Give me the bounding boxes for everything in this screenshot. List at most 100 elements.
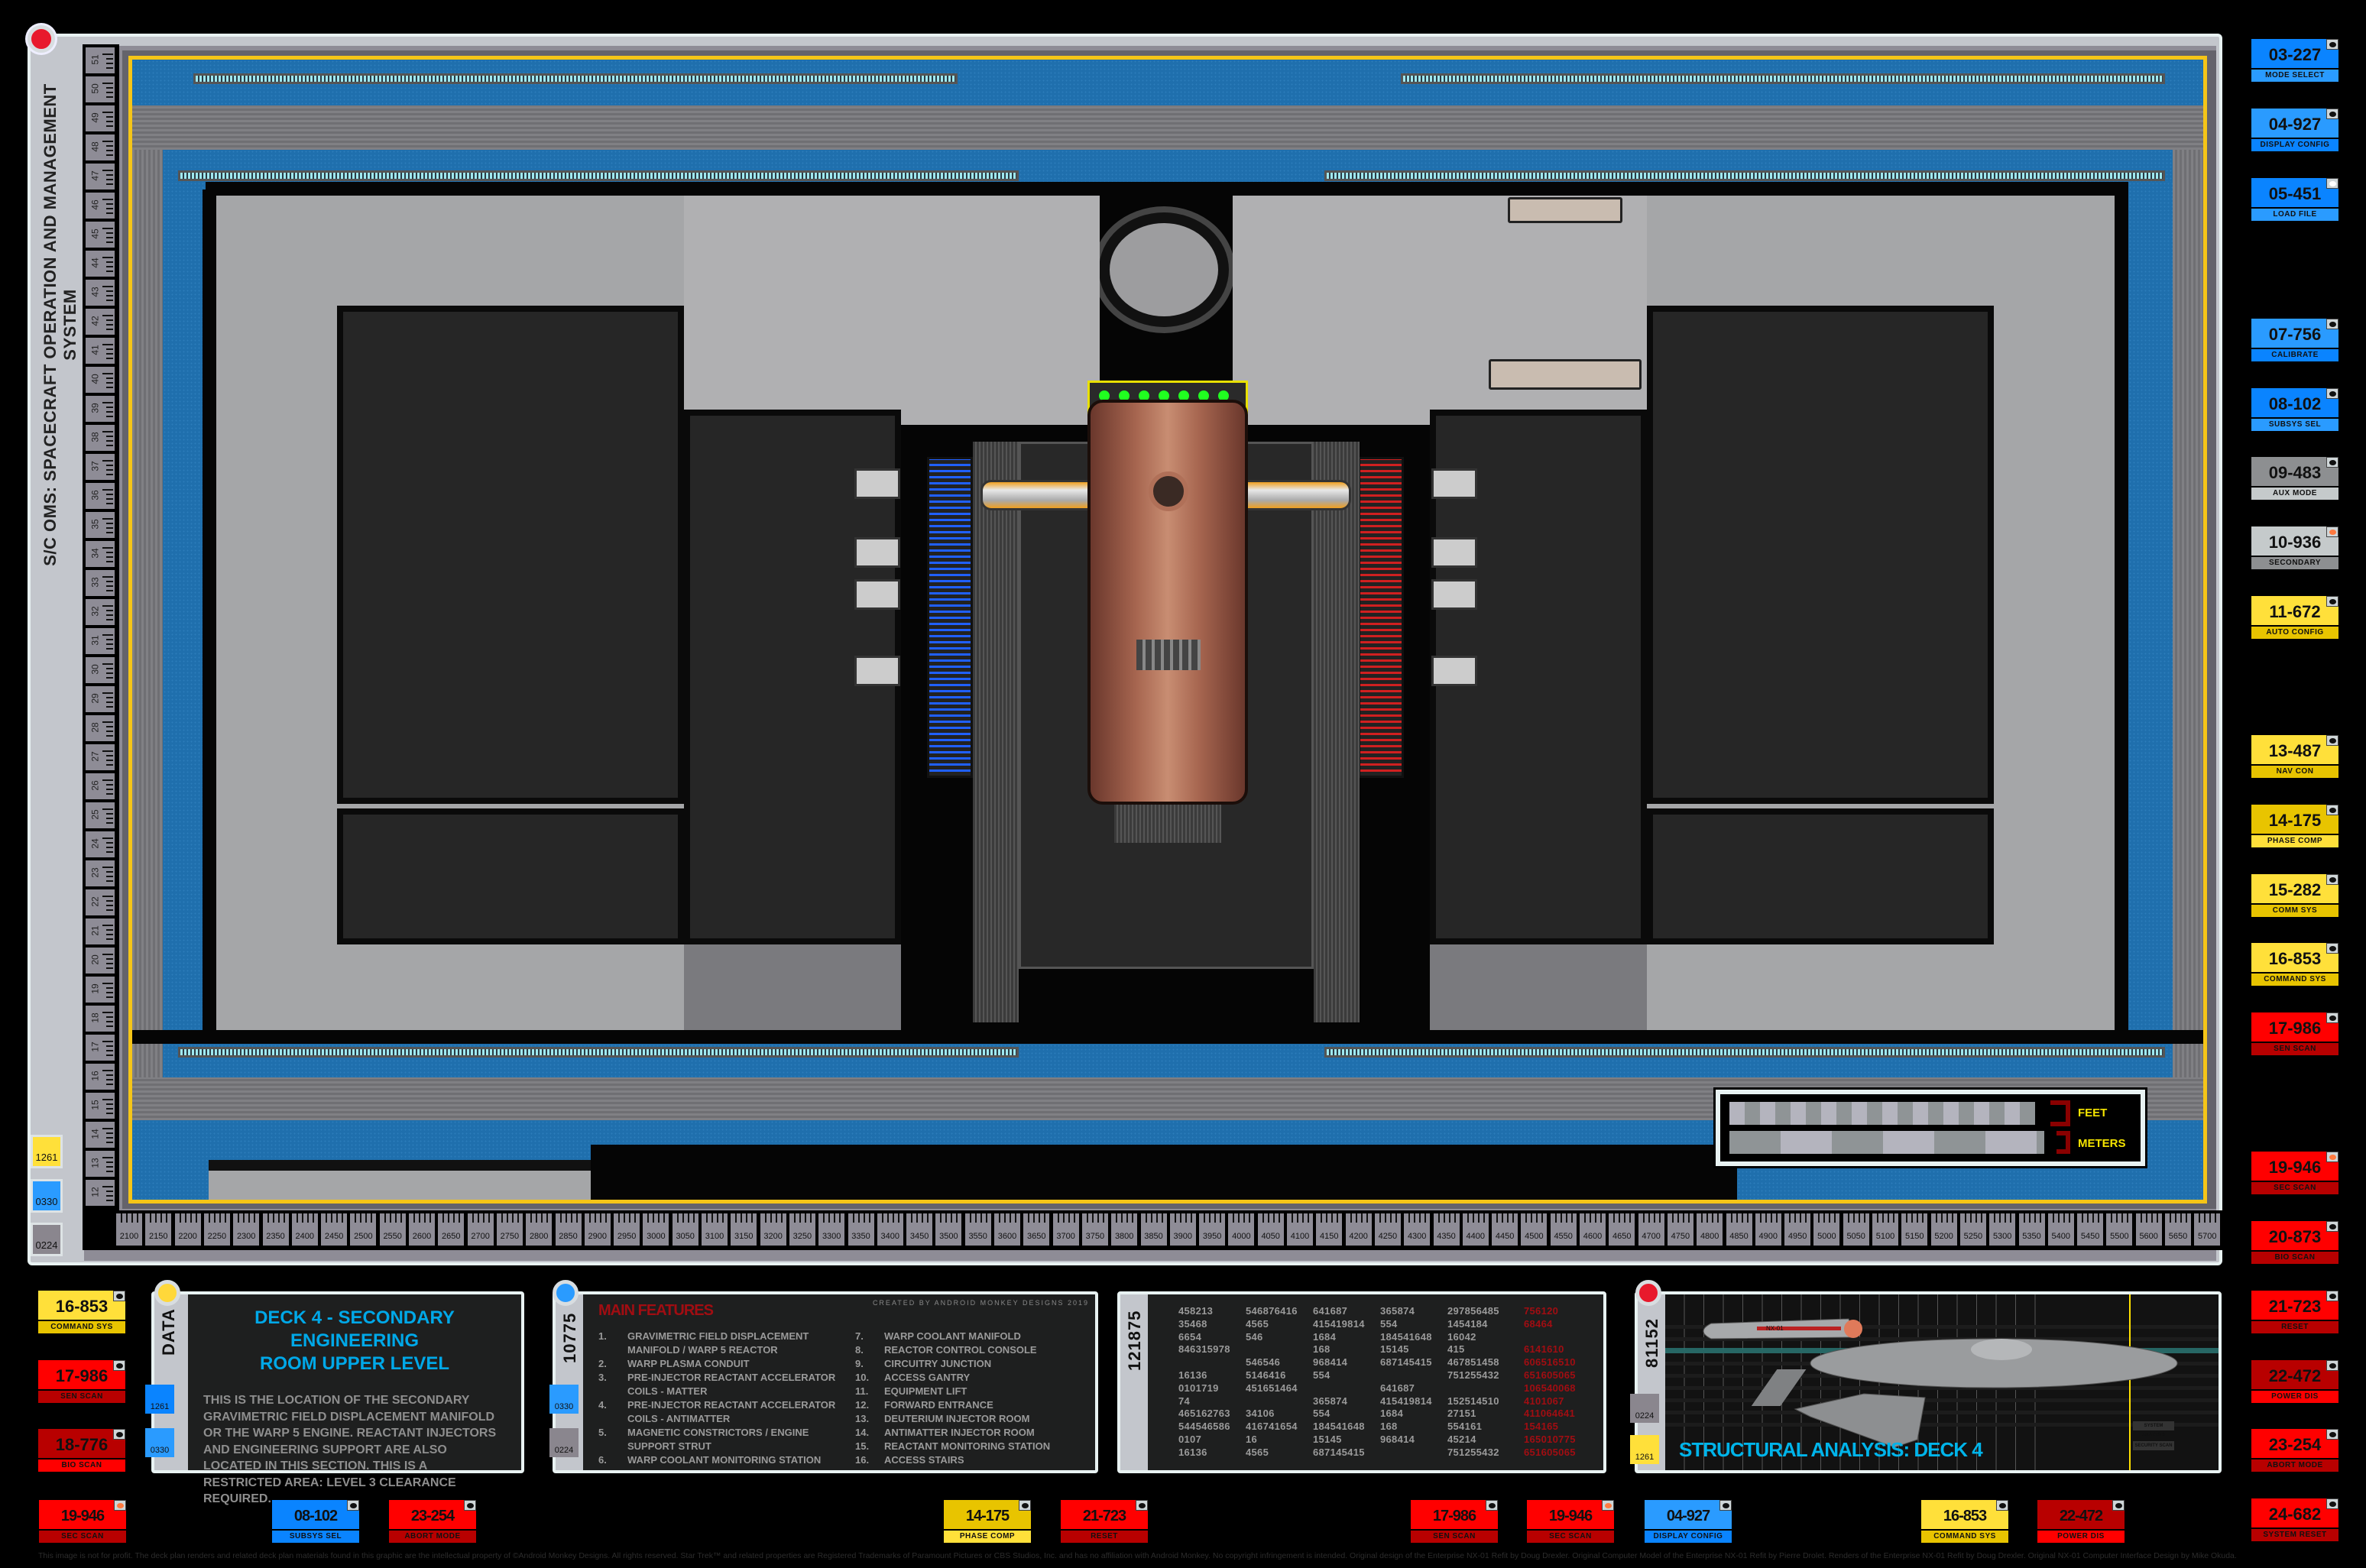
badge[interactable]: 1261 bbox=[145, 1385, 174, 1414]
data-value bbox=[1313, 1382, 1380, 1395]
warp-reactor[interactable] bbox=[1087, 400, 1248, 805]
side-badge[interactable]: 1261 bbox=[31, 1135, 63, 1168]
ruler-label: 4050 bbox=[1261, 1232, 1280, 1241]
ruler-label: 46 bbox=[89, 199, 101, 210]
feature-item: 4.PRE-INJECTOR REACTANT ACCELERATOR bbox=[598, 1398, 835, 1412]
ruler-label: 24 bbox=[89, 838, 101, 849]
data-value: 184541648 bbox=[1313, 1421, 1365, 1433]
port-room-lower[interactable] bbox=[337, 808, 684, 944]
system-analysis-button[interactable]: SYSTEM ANALYSIS bbox=[2133, 1421, 2174, 1437]
upper-corridor[interactable] bbox=[132, 107, 2203, 150]
badge[interactable]: 0330 bbox=[145, 1428, 174, 1457]
data-value: 756120 bbox=[1524, 1305, 1559, 1317]
structural-title: STRUCTURAL ANALYSIS: DECK 4 bbox=[1679, 1438, 1983, 1461]
data-value: 4101067 bbox=[1524, 1395, 1564, 1407]
access-gantry-starboard[interactable] bbox=[1314, 442, 1360, 1022]
ruler-label: 12 bbox=[89, 1187, 101, 1197]
ruler-tick: 4750 bbox=[1667, 1213, 1693, 1246]
button-label: AUTO CONFIG bbox=[2251, 627, 2338, 639]
button-code: 22-472 bbox=[2037, 1500, 2125, 1529]
starboard-room-upper[interactable] bbox=[1647, 306, 1994, 804]
access-gantry-port[interactable] bbox=[973, 442, 1019, 1022]
feature-text: REACTOR CONTROL CONSOLE bbox=[884, 1344, 1037, 1356]
deck-plan-area[interactable] bbox=[128, 56, 2207, 1204]
window-strip bbox=[1324, 1047, 2165, 1058]
button-code: 21-723 bbox=[2251, 1291, 2338, 1320]
data-value: 687145415 bbox=[1313, 1446, 1365, 1458]
ruler-tick: 3350 bbox=[848, 1213, 874, 1246]
feature-item: 1.GRAVIMETRIC FIELD DISPLACEMENT bbox=[598, 1330, 835, 1343]
ruler-tick: 2800 bbox=[526, 1213, 553, 1246]
grid-band bbox=[1665, 1423, 2219, 1427]
badge[interactable]: 0224 bbox=[549, 1428, 579, 1457]
data-value: 651605065 bbox=[1524, 1446, 1576, 1458]
left-blue-deck bbox=[163, 182, 206, 1099]
ruler-label: 3700 bbox=[1056, 1232, 1075, 1241]
side-badge[interactable]: 0224 bbox=[31, 1223, 63, 1256]
equipment-lift[interactable] bbox=[1099, 212, 1229, 327]
features-title: MAIN FEATURES bbox=[598, 1302, 714, 1319]
status-indicator-red bbox=[28, 25, 55, 53]
port-room-upper[interactable] bbox=[337, 306, 684, 804]
button-label: DISPLAY CONFIG bbox=[1645, 1531, 1732, 1543]
badge[interactable]: 1261 bbox=[1630, 1435, 1659, 1464]
feature-item: 8.REACTOR CONTROL CONSOLE bbox=[855, 1343, 1050, 1357]
ruler-tick: 2300 bbox=[233, 1213, 260, 1246]
badge[interactable]: 0330 bbox=[549, 1385, 579, 1414]
ruler-tick: 15 bbox=[86, 1093, 115, 1119]
badge[interactable]: 0224 bbox=[1630, 1394, 1659, 1423]
starboard-room-lower[interactable] bbox=[1647, 808, 1994, 944]
ruler-tick: 35 bbox=[86, 512, 115, 538]
ruler-tick: 3750 bbox=[1081, 1213, 1108, 1246]
ruler-tick: 4300 bbox=[1404, 1213, 1431, 1246]
ruler-tick: 50 bbox=[86, 76, 115, 102]
feature-item: 16.ACCESS STAIRS bbox=[855, 1453, 1050, 1467]
side-badge[interactable]: 0330 bbox=[31, 1179, 63, 1213]
security-scan-button[interactable]: SECURITY SCAN bbox=[2133, 1441, 2174, 1450]
data-value: 168 bbox=[1380, 1421, 1398, 1433]
led-icon bbox=[1996, 1500, 2008, 1511]
ruler-label: 47 bbox=[89, 170, 101, 181]
ruler-tick: 4550 bbox=[1550, 1213, 1577, 1246]
grid-band bbox=[1665, 1337, 2219, 1341]
right-corridor[interactable] bbox=[2173, 150, 2203, 1097]
led-icon bbox=[2326, 943, 2338, 954]
feature-number: 2. bbox=[598, 1358, 607, 1369]
button-code: 23-254 bbox=[2251, 1429, 2338, 1458]
left-corridor[interactable] bbox=[132, 150, 163, 1097]
